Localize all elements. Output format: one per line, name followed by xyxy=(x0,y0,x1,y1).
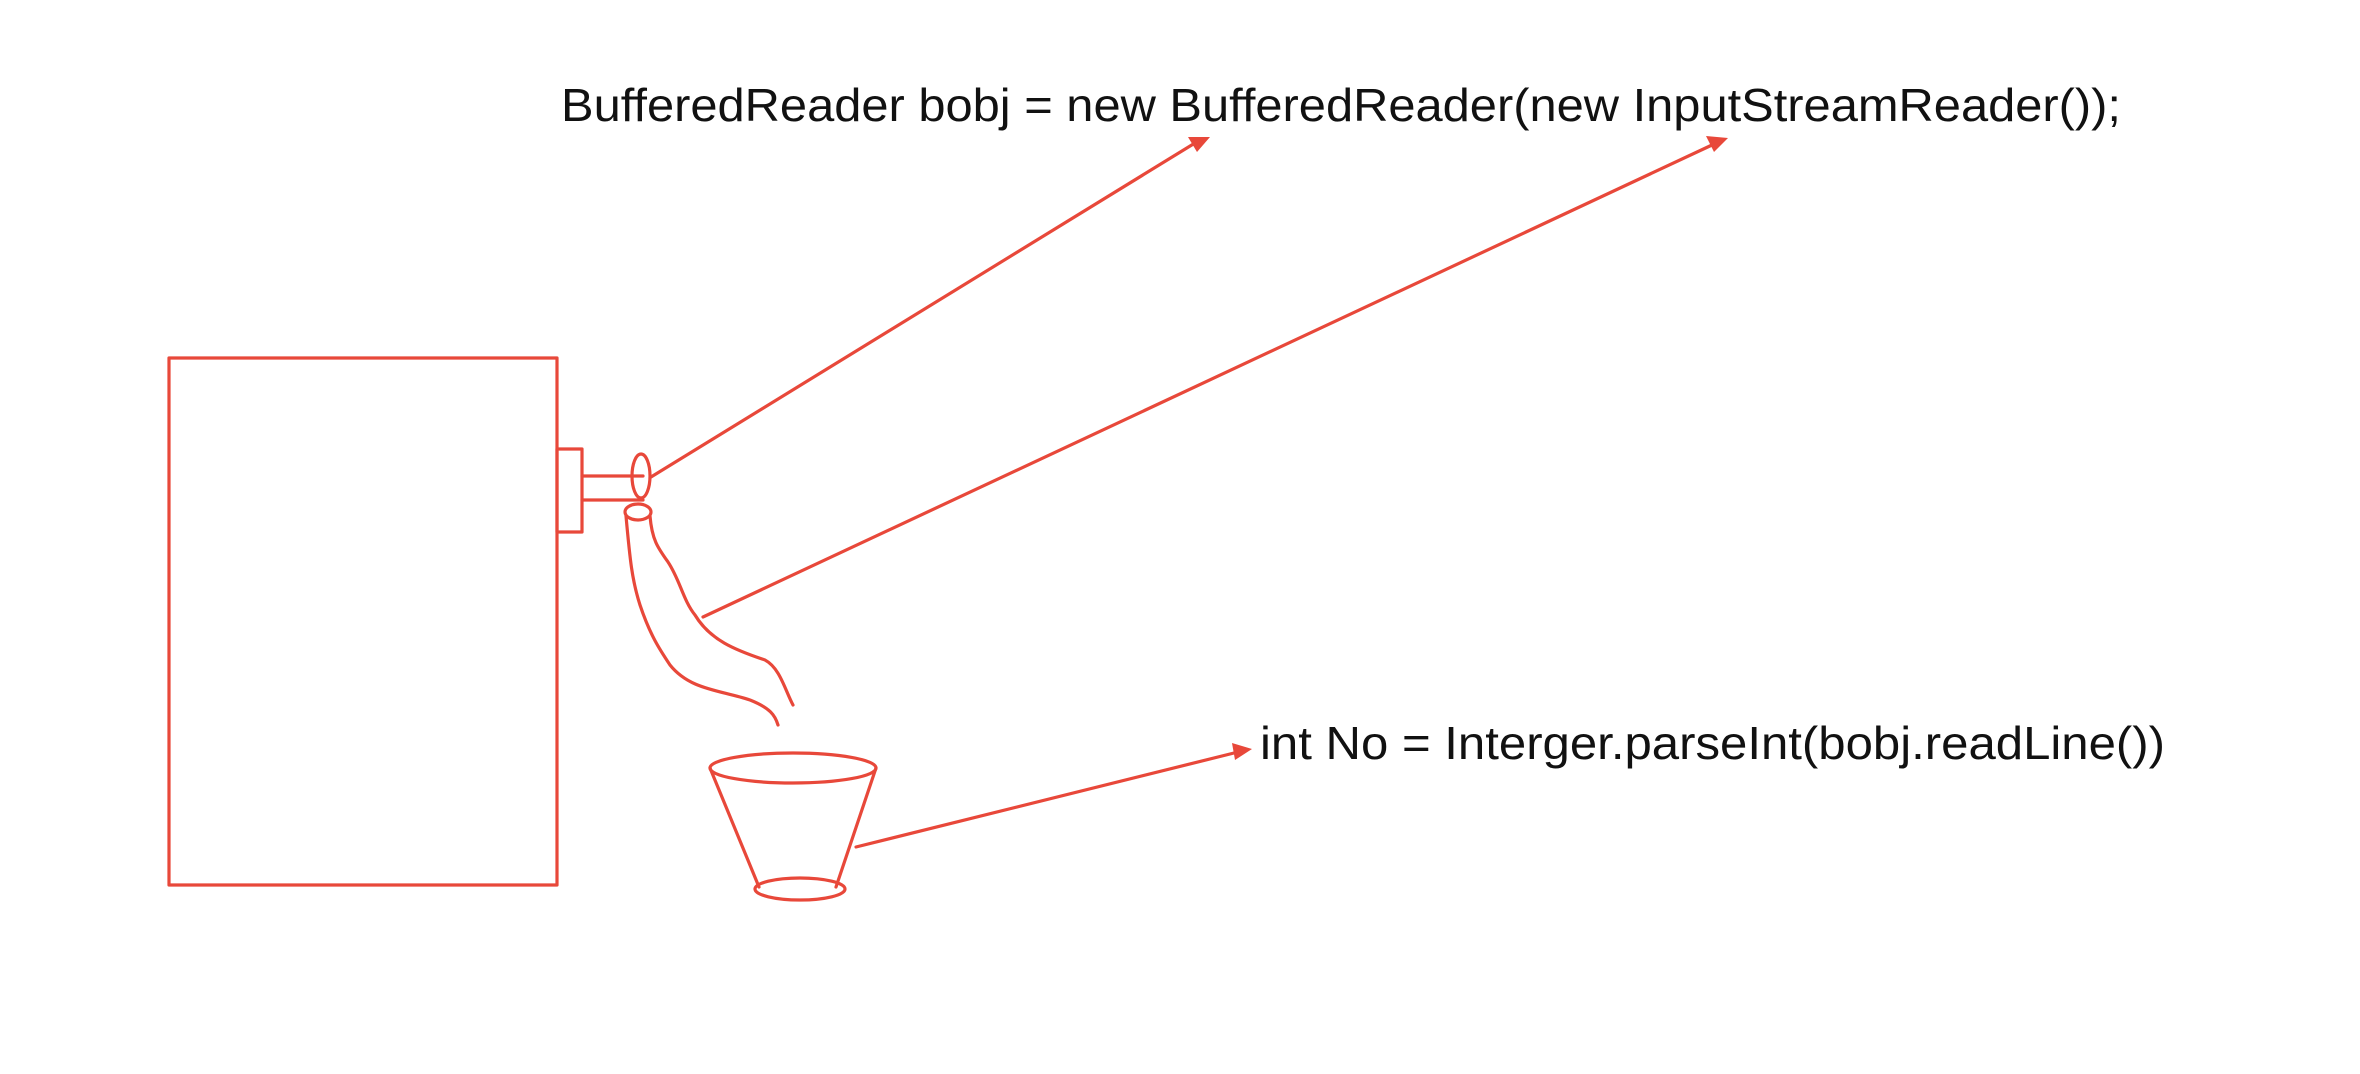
collecting-cup xyxy=(708,751,878,902)
hose xyxy=(624,514,795,727)
tap-fitting xyxy=(555,447,584,534)
tank-box xyxy=(167,356,559,887)
arrow-tap-to-bufferedreader xyxy=(649,137,1210,479)
arrow-cup-to-parseint xyxy=(854,743,1252,849)
cup-base xyxy=(753,876,847,902)
arrow-hose-to-inputstreamreader xyxy=(701,136,1728,619)
bufferedreader-declaration-text: BufferedReader bobj = new BufferedReader… xyxy=(561,79,2121,131)
cup-rim xyxy=(708,751,878,785)
parseint-statement-text: int No = Interger.parseInt(bobj.readLine… xyxy=(1260,717,2165,769)
hose-mouth xyxy=(623,502,653,522)
